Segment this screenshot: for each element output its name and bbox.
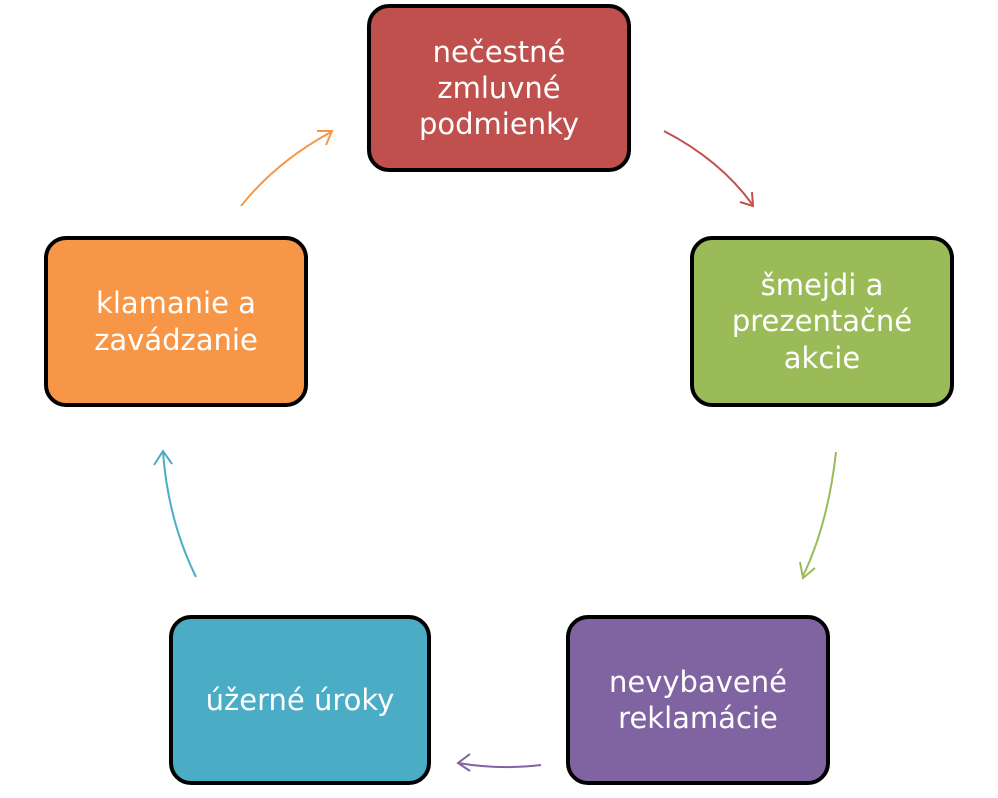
node-label: klamanie a zavádzanie [94,286,258,357]
connector-arrow [663,130,755,208]
node-label: nečestné zmluvné podmienky [418,34,579,142]
node-label: šmejdi a prezentačné akcie [731,268,913,375]
connector-arrow [240,130,334,207]
arrowhead [456,753,471,772]
arrowhead [317,130,334,146]
arrowhead [153,449,173,466]
connector-line [802,451,837,577]
node-label: úžerné úroky [205,682,395,717]
arrowhead [739,191,755,208]
connector-arrow [456,753,542,772]
connector-arrow [153,449,197,578]
connector-arrow [799,451,837,580]
node-deception-misleading: klamanie a zavádzanie [44,236,308,407]
node-unfair-contract-terms: nečestné zmluvné podmienky [367,4,631,172]
node-label: nevybavené reklamácie [609,664,787,735]
connector-line [162,451,197,578]
connector-line [457,762,542,769]
arrowhead [799,561,816,580]
node-unresolved-complaints: nevybavené reklamácie [566,615,830,785]
connector-line [240,131,332,207]
connector-line [663,130,753,205]
node-usurious-interest: úžerné úroky [169,615,431,785]
node-scammers-presentations: šmejdi a prezentačné akcie [690,236,954,407]
